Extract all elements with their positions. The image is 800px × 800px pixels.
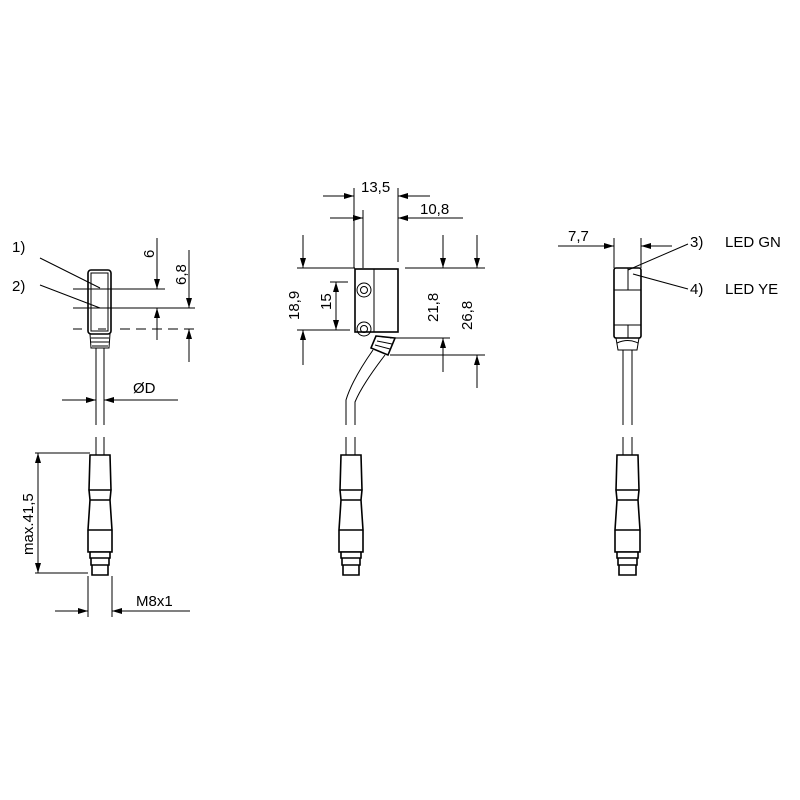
dim-13-5-label: 13,5 bbox=[361, 179, 390, 196]
dim-7-7-label: 7,7 bbox=[568, 228, 589, 245]
dim-26-8-label: 26,8 bbox=[459, 301, 476, 330]
body-segments bbox=[614, 268, 641, 338]
led-ye-label: LED YE bbox=[725, 281, 778, 298]
left-view: 6 6,8 1) 2) ØD max.41,5 M8x1 bbox=[12, 238, 195, 617]
width-extensions bbox=[353, 188, 399, 268]
connector bbox=[87, 454, 113, 576]
dim-diameter-label: ØD bbox=[133, 380, 156, 397]
gland-ribs bbox=[374, 340, 393, 350]
cable-bent bbox=[345, 349, 386, 455]
cable bbox=[622, 350, 633, 455]
led-gn-label: LED GN bbox=[725, 234, 781, 251]
mounting-hole-bottom bbox=[356, 321, 372, 337]
dim-18-9-label: 18,9 bbox=[286, 291, 303, 320]
dim-21-8-label: 21,8 bbox=[425, 293, 442, 322]
callout-4: 4) bbox=[690, 281, 703, 298]
dim-6-label: 6 bbox=[141, 250, 158, 258]
mounting-hole-top bbox=[356, 282, 372, 298]
cable-gland bbox=[89, 333, 111, 349]
max-length-extensions bbox=[35, 452, 90, 574]
dim-10-8-label: 10,8 bbox=[420, 201, 449, 218]
callout-3: 3) bbox=[690, 234, 703, 251]
dim-thread-label: M8x1 bbox=[136, 593, 173, 610]
thread-extensions bbox=[87, 576, 113, 617]
callout-leaders bbox=[39, 257, 101, 309]
mounting-hole-top-inner bbox=[360, 286, 368, 294]
dim-15-label: 15 bbox=[318, 293, 335, 310]
callout-1: 1) bbox=[12, 239, 25, 256]
sensor-body-inner bbox=[90, 272, 109, 332]
connector bbox=[338, 454, 364, 576]
led-leaders bbox=[627, 243, 689, 290]
dim-max-length-label: max.41,5 bbox=[20, 493, 37, 555]
extension-lines bbox=[73, 288, 195, 309]
height-extensions-left bbox=[297, 267, 355, 331]
width-extensions bbox=[613, 238, 642, 268]
mounting-hole-bottom-inner bbox=[360, 325, 368, 333]
cable-gland bbox=[615, 337, 640, 351]
sensor-body-front bbox=[87, 269, 112, 335]
connector bbox=[614, 454, 641, 576]
callout-2: 2) bbox=[12, 278, 25, 295]
middle-view: 13,5 10,8 18,9 15 21,8 26,8 bbox=[286, 179, 485, 576]
right-view: 7,7 3) LED GN 4) LED YE bbox=[558, 228, 781, 576]
dim-6-8-label: 6,8 bbox=[173, 264, 190, 285]
cable bbox=[95, 348, 105, 455]
cable-gland-angled bbox=[369, 335, 397, 357]
